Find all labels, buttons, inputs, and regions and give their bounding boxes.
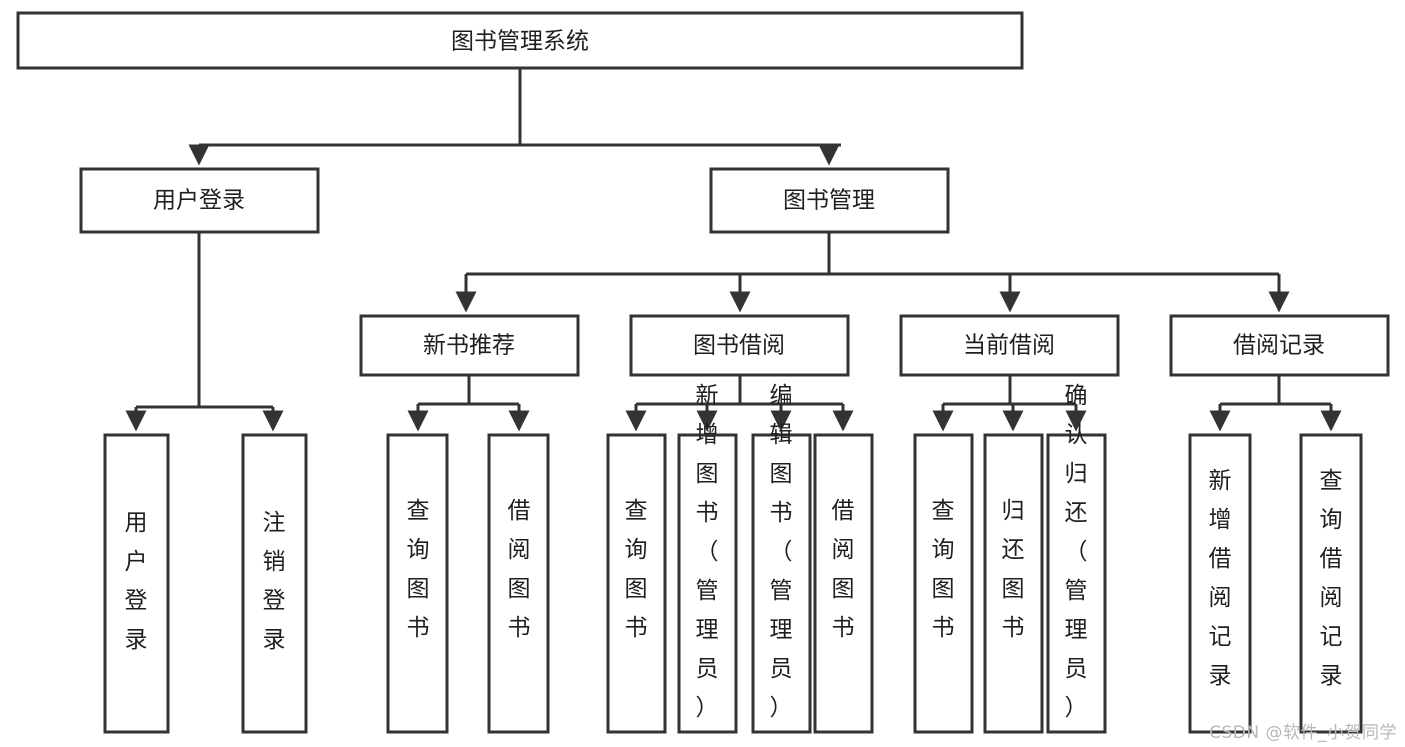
node-leaf-user-logout-label: 注销登录 — [263, 510, 286, 653]
node-newbook-label: 新书推荐 — [423, 333, 515, 359]
node-leaf-newbook-query-label: 查询图书 — [407, 498, 430, 641]
node-leaf-borrow-edit-label: 编辑图书（管理员） — [770, 383, 793, 721]
node-leaf-newbook-query-box[interactable] — [386, 433, 449, 734]
node-leaf-current-confirm-box[interactable] — [1046, 433, 1107, 734]
node-leaf-borrow-lend-box[interactable] — [813, 433, 874, 734]
node-leaf-records-query-box[interactable] — [1299, 433, 1363, 734]
node-leaf-borrow-query[interactable]: 查询图书 — [606, 433, 667, 734]
node-leaf-current-confirm-label: 确认归还（管理员） — [1065, 383, 1088, 721]
node-leaf-records-add[interactable]: 新增借阅记录 — [1188, 433, 1252, 734]
node-leaf-borrow-lend-label: 借阅图书 — [832, 498, 855, 641]
node-root[interactable]: 图书管理系统 — [16, 11, 1024, 70]
node-leaf-newbook-query[interactable]: 查询图书 — [386, 433, 449, 734]
node-borrow-label: 图书借阅 — [693, 333, 785, 359]
node-leaf-records-query-label: 查询借阅记录 — [1320, 468, 1343, 689]
node-leaf-borrow-query-box[interactable] — [606, 433, 667, 734]
node-leaf-current-query-box[interactable] — [913, 433, 974, 734]
node-bookmgmt[interactable]: 图书管理 — [709, 167, 950, 234]
node-records-box[interactable] — [1169, 314, 1390, 377]
node-leaf-user-login[interactable]: 用户登录 — [103, 433, 170, 734]
edges-borrow-to-leaves — [625, 375, 854, 432]
node-leaf-current-return-label: 归还图书 — [1002, 498, 1025, 641]
node-leaf-current-confirm[interactable]: 确认归还（管理员） — [1046, 383, 1107, 734]
node-leaf-borrow-lend[interactable]: 借阅图书 — [813, 433, 874, 734]
node-leaf-current-query[interactable]: 查询图书 — [913, 433, 974, 734]
node-login-box[interactable] — [79, 167, 320, 234]
node-leaf-current-return[interactable]: 归还图书 — [983, 433, 1044, 734]
node-root-label: 图书管理系统 — [451, 29, 589, 55]
node-leaf-borrow-add[interactable]: 新增图书（管理员） — [677, 383, 738, 734]
node-leaf-records-query[interactable]: 查询借阅记录 — [1299, 433, 1363, 734]
node-current[interactable]: 当前借阅 — [899, 314, 1120, 377]
node-leaf-newbook-borrow[interactable]: 借阅图书 — [487, 433, 550, 734]
edges-login-to-leaves — [125, 232, 284, 432]
node-current-box[interactable] — [899, 314, 1120, 377]
node-root-box[interactable] — [16, 11, 1024, 70]
node-leaf-newbook-borrow-label: 借阅图书 — [508, 498, 531, 641]
node-leaf-borrow-edit[interactable]: 编辑图书（管理员） — [751, 383, 812, 734]
csdn-watermark: CSDN @软件_小贺同学 — [1209, 723, 1397, 743]
node-leaf-user-login-label: 用户登录 — [125, 510, 148, 653]
node-borrow[interactable]: 图书借阅 — [629, 314, 850, 377]
node-leaf-records-add-label: 新增借阅记录 — [1209, 468, 1232, 689]
node-newbook-box[interactable] — [359, 314, 580, 377]
edges-bookmgmt-to-level3 — [455, 232, 1290, 313]
edges-newbook-to-leaves — [407, 375, 530, 432]
node-leaf-user-logout[interactable]: 注销登录 — [241, 433, 308, 734]
node-leaf-borrow-add-box[interactable] — [677, 433, 738, 734]
node-records[interactable]: 借阅记录 — [1169, 314, 1390, 377]
node-login[interactable]: 用户登录 — [79, 167, 320, 234]
node-leaf-newbook-borrow-box[interactable] — [487, 433, 550, 734]
node-leaf-borrow-add-label: 新增图书（管理员） — [696, 383, 719, 721]
node-current-label: 当前借阅 — [963, 333, 1055, 359]
node-records-label: 借阅记录 — [1233, 333, 1325, 359]
node-bookmgmt-box[interactable] — [709, 167, 950, 234]
edges-records-to-leaves — [1209, 375, 1342, 432]
node-login-label: 用户登录 — [153, 188, 245, 214]
node-bookmgmt-label: 图书管理 — [783, 188, 875, 214]
node-leaf-user-login-box[interactable] — [103, 433, 170, 734]
node-leaf-current-return-box[interactable] — [983, 433, 1044, 734]
node-leaf-borrow-query-label: 查询图书 — [625, 498, 648, 641]
node-leaf-user-logout-box[interactable] — [241, 433, 308, 734]
edges-root-to-level2 — [188, 68, 841, 166]
node-leaf-current-query-label: 查询图书 — [932, 498, 955, 641]
node-leaf-records-add-box[interactable] — [1188, 433, 1252, 734]
node-newbook[interactable]: 新书推荐 — [359, 314, 580, 377]
node-leaf-borrow-edit-box[interactable] — [751, 433, 812, 734]
edges-current-to-leaves — [932, 375, 1087, 432]
node-borrow-box[interactable] — [629, 314, 850, 377]
